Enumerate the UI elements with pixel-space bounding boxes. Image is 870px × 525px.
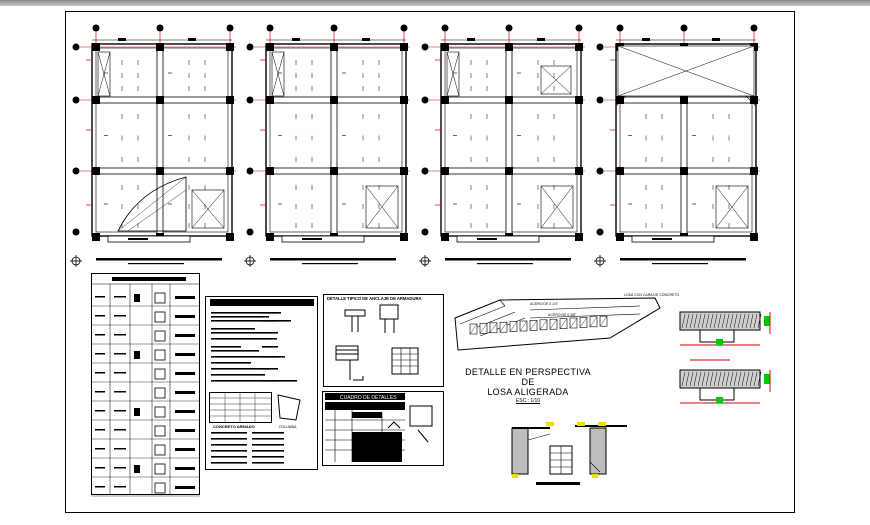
anchorage-title: DETALLE TIPICO DE ANCLAJE DE ARMADURA (327, 296, 422, 301)
column-schedule-table (91, 273, 200, 497)
concrete-label: CONCRETO ARMADO (213, 424, 255, 429)
detail-title-line1: DETALLE EN PERSPECTIVA DE (465, 367, 591, 387)
rebar-label-1: ACERO DE 0 1/4" (530, 302, 559, 306)
schedule-rows (91, 283, 200, 497)
detail-title: DETALLE EN PERSPECTIVA DE LOSA ALIGERADA… (462, 367, 594, 405)
spec-table-title: CUADRO DE DETALLES (340, 395, 397, 401)
beam-section-lower (679, 359, 771, 404)
beam-detail-table (209, 392, 272, 423)
floor-plan-4 (594, 24, 760, 267)
column-detail-sketch (277, 394, 301, 421)
general-notes: COLUMNA CONCRETO ARMADO (205, 296, 318, 470)
floor-plan-2 (244, 24, 410, 267)
sheet-border (65, 11, 795, 513)
floor-plans (70, 24, 760, 267)
detail-title-line2: LOSA ALIGERADA (487, 387, 569, 397)
floor-plan-1 (70, 24, 236, 267)
note-lines (209, 312, 297, 464)
beam-section-upper (679, 311, 771, 346)
column-label: COLUMNA (279, 425, 297, 429)
foundation-detail (511, 422, 627, 485)
slab-perspective: ACERO DE 0 1/4" ACERO DE 0 3/8" LOSA CON… (454, 293, 679, 351)
window-top-bar (0, 0, 870, 6)
anchorage-detail: DETALLE TIPICO DE ANCLAJE DE ARMADURA (323, 294, 444, 387)
detail-scale: ESC.: 1/10 (515, 398, 541, 404)
spec-table: CUADRO DE DETALLES (322, 391, 444, 466)
floor-plan-3 (419, 24, 585, 267)
rebar-label-2: ACERO DE 0 3/8" (548, 313, 577, 317)
slab-label: LOSA CON CARA DE CONCRETO (624, 293, 679, 297)
